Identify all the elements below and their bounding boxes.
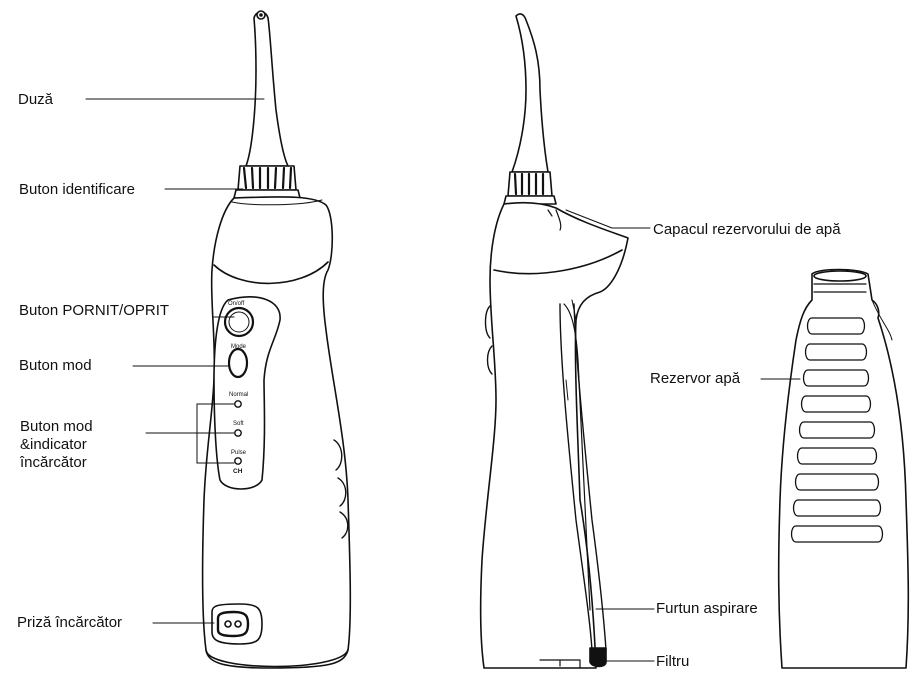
label-mode-indicator-line-1: Buton mod xyxy=(20,418,130,436)
filter xyxy=(590,648,606,667)
front-id-ring xyxy=(234,166,300,198)
label-mode-indicator-group: Buton mod &indicator încărcător xyxy=(20,418,130,472)
print-normal: Normal xyxy=(229,392,248,398)
print-on-off: On/off xyxy=(228,301,245,307)
label-charger-socket: Priză încărcător xyxy=(17,614,122,632)
label-mode-button: Buton mod xyxy=(19,357,92,375)
front-nozzle xyxy=(246,11,288,166)
side-nozzle xyxy=(512,14,548,172)
print-mode: Mode xyxy=(231,344,247,350)
water-tank xyxy=(779,270,909,669)
label-mode-indicator-line-2: &indicator xyxy=(20,436,130,454)
mode-button[interactable] xyxy=(229,349,247,377)
print-pulse: Pulse xyxy=(231,450,247,456)
label-mode-indicator-line-3: încărcător xyxy=(20,454,130,472)
front-view: On/off Mode Normal Soft Pulse CH xyxy=(203,11,351,668)
label-on-off-button: Buton PORNIT/OPRIT xyxy=(19,302,169,320)
label-filter: Filtru xyxy=(656,653,689,671)
label-water-tank: Rezervor apă xyxy=(650,370,740,388)
label-identification-button: Buton identificare xyxy=(19,181,135,199)
label-nozzle: Duză xyxy=(18,91,53,109)
label-tank-lid: Capacul rezervorului de apă xyxy=(653,221,841,239)
side-body xyxy=(481,203,628,668)
side-id-ring xyxy=(504,172,556,204)
print-soft: Soft xyxy=(233,421,244,427)
charger-socket[interactable] xyxy=(212,604,262,644)
side-view xyxy=(481,14,628,668)
label-suction-hose: Furtun aspirare xyxy=(656,600,758,618)
print-ch: CH xyxy=(233,468,243,475)
